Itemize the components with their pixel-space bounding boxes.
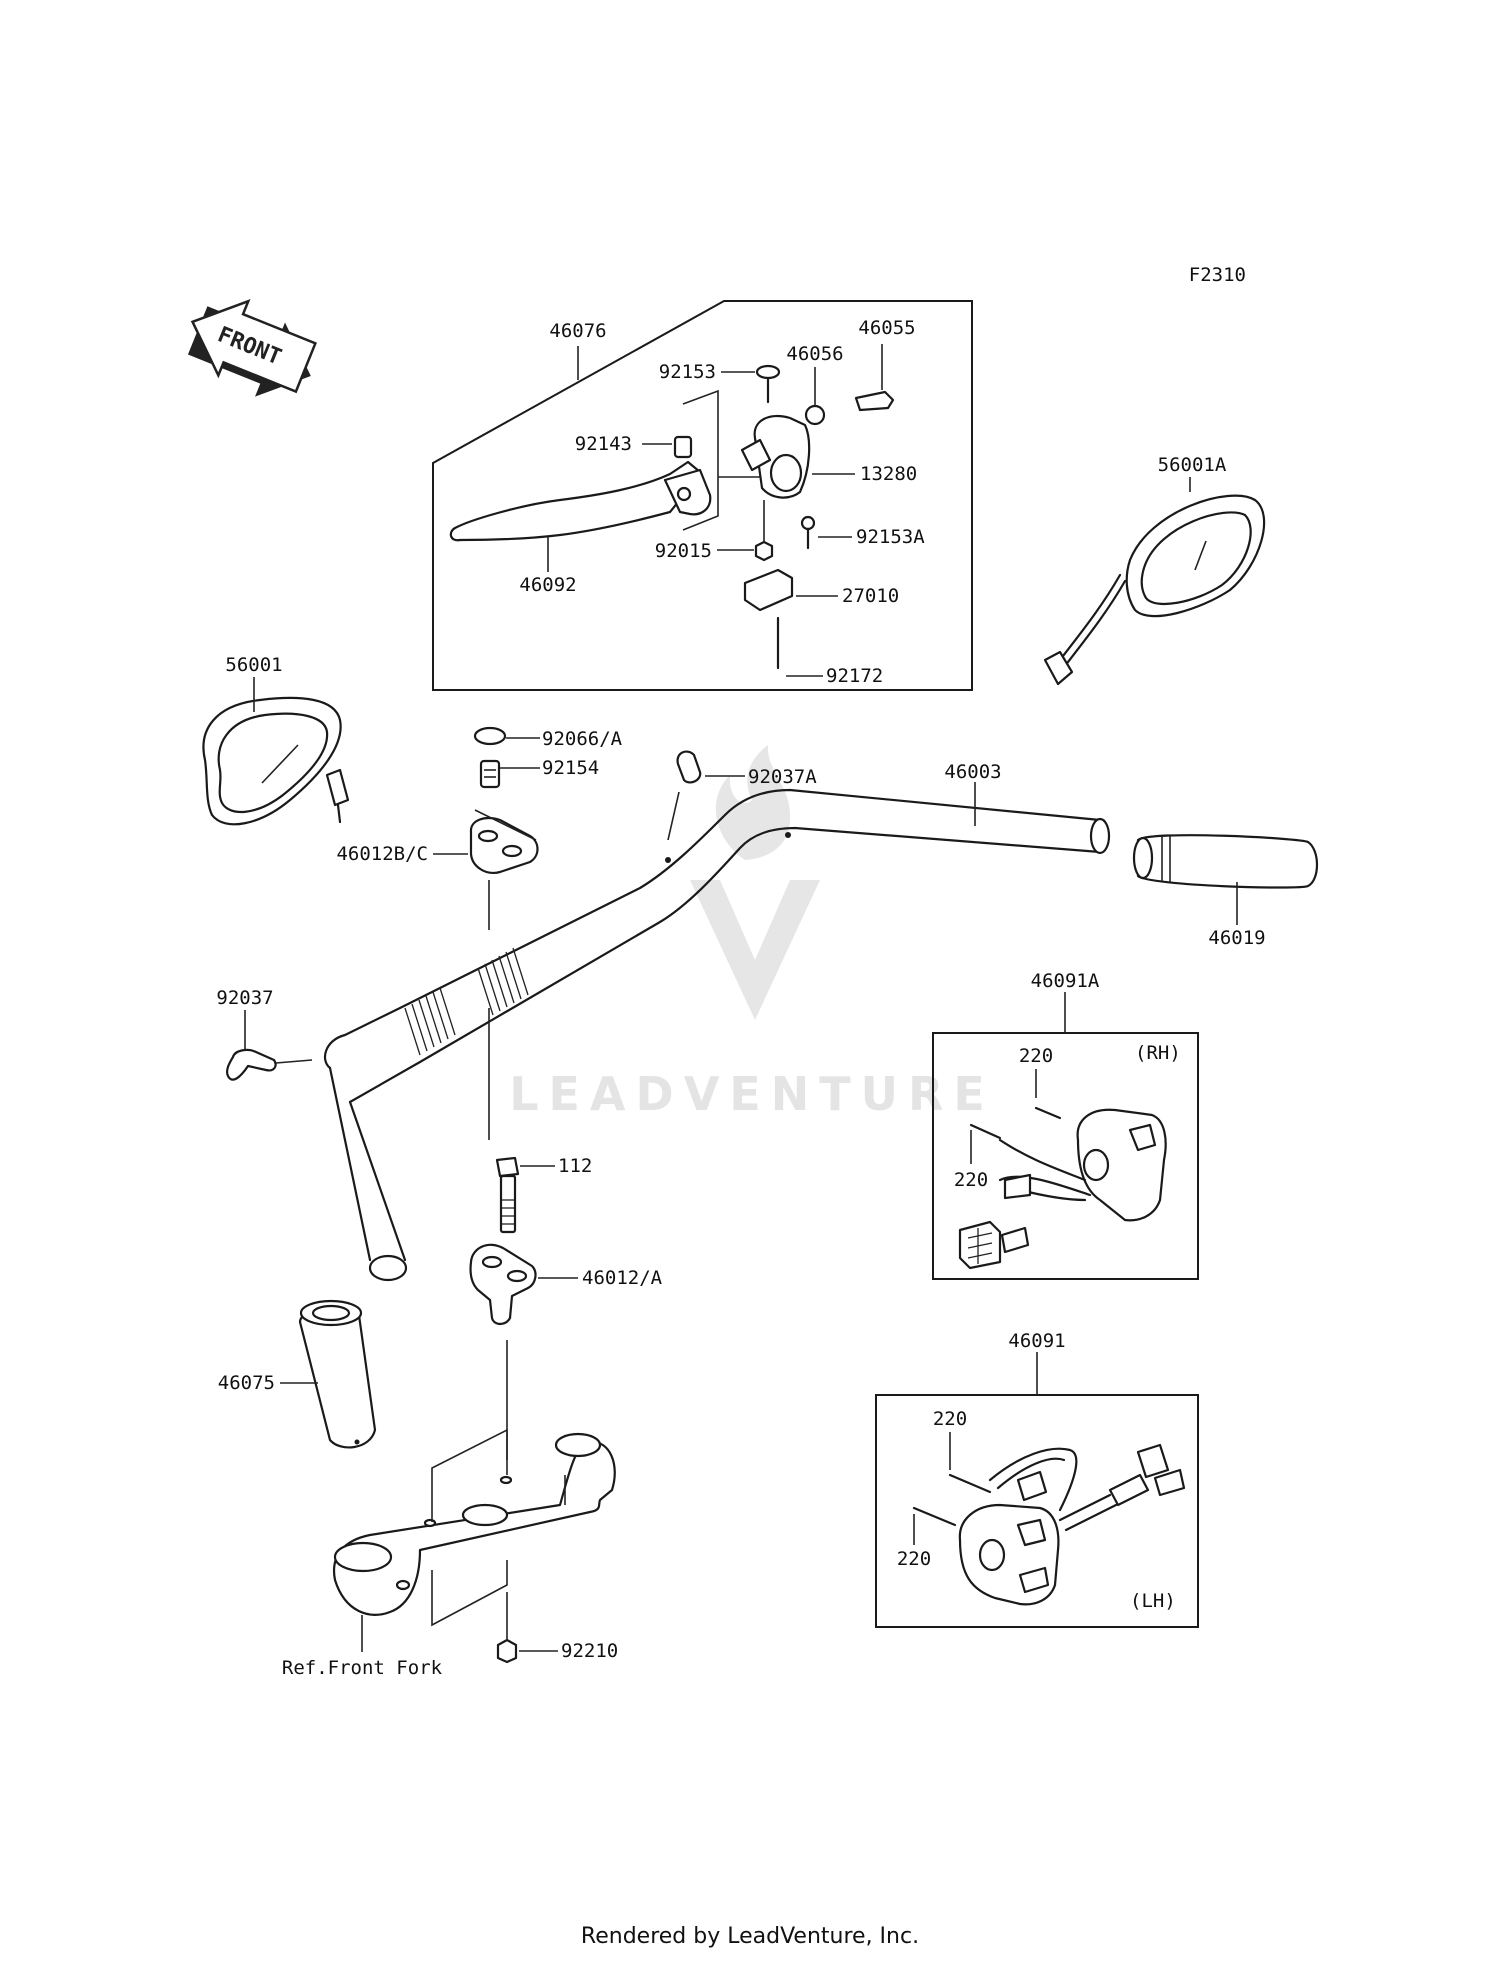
callout-92143: 92143 xyxy=(575,433,632,455)
callout-92015: 92015 xyxy=(655,540,712,562)
upper-holder-parts: 92066/A 92154 46012B/C xyxy=(336,726,623,930)
handlebar: 46003 xyxy=(323,761,1111,1282)
mirror-right: 56001A xyxy=(1043,454,1266,686)
callout-46076: 46076 xyxy=(549,320,606,342)
callout-46075: 46075 xyxy=(218,1372,275,1394)
watermark-text: LEADVENTURE xyxy=(509,1067,995,1121)
callout-56001A: 56001A xyxy=(1158,454,1227,476)
callout-92153A: 92153A xyxy=(856,526,925,548)
callout-46012A: 46012/A xyxy=(582,1267,663,1289)
callout-92037: 92037 xyxy=(216,987,273,1009)
callout-46003: 46003 xyxy=(944,761,1001,783)
callout-92154: 92154 xyxy=(542,757,599,779)
callout-46056: 46056 xyxy=(786,343,843,365)
front-arrow-icon: FRONT xyxy=(187,299,317,397)
label-lh: (LH) xyxy=(1130,1590,1176,1612)
callout-46092: 46092 xyxy=(519,574,576,596)
callout-220-rh-top: 220 xyxy=(1019,1045,1053,1067)
callout-56001: 56001 xyxy=(225,654,282,676)
switch-rh-assembly: 46091A (RH) 220 220 xyxy=(932,970,1199,1280)
callout-46091A: 46091A xyxy=(1031,970,1100,992)
footer-credit: Rendered by LeadVenture, Inc. xyxy=(581,1924,919,1949)
mirror-left: 56001 xyxy=(202,654,350,826)
callout-46012BC: 46012B/C xyxy=(336,843,428,865)
callout-46019: 46019 xyxy=(1208,927,1265,949)
callout-112: 112 xyxy=(558,1155,592,1177)
grip-right: 46019 xyxy=(1132,834,1319,949)
callout-220-rh-bottom: 220 xyxy=(954,1169,988,1191)
watermark-logo: LEADVENTURE xyxy=(509,745,995,1121)
label-rh: (RH) xyxy=(1135,1042,1181,1064)
callout-220-lh-bottom: 220 xyxy=(897,1548,931,1570)
callout-92066A: 92066/A xyxy=(542,728,623,750)
callout-92153: 92153 xyxy=(659,361,716,383)
callout-13280: 13280 xyxy=(860,463,917,485)
callout-92172: 92172 xyxy=(826,665,883,687)
callout-92037A: 92037A xyxy=(748,766,817,788)
callout-46055: 46055 xyxy=(858,317,915,339)
nut-92210: 92210 xyxy=(496,1592,618,1664)
figure-code: F2310 xyxy=(1189,264,1246,286)
ref-front-fork: Ref.Front Fork xyxy=(282,1657,443,1679)
upper-bracket: Ref.Front Fork xyxy=(282,1428,616,1679)
clutch-lever-assembly: 46076 46092 92143 92153 13280 46056 460 xyxy=(432,300,973,691)
callout-27010: 27010 xyxy=(842,585,899,607)
callout-92210: 92210 xyxy=(561,1640,618,1662)
clamp-92037A: 92037A xyxy=(667,750,817,841)
callout-220-lh-top: 220 xyxy=(933,1408,967,1430)
grip-left: 46075 xyxy=(218,1299,377,1449)
switch-lh-assembly: 46091 (LH) 220 220 xyxy=(875,1330,1199,1628)
clamp-92037: 92037 xyxy=(216,987,313,1081)
callout-46091: 46091 xyxy=(1008,1330,1065,1352)
